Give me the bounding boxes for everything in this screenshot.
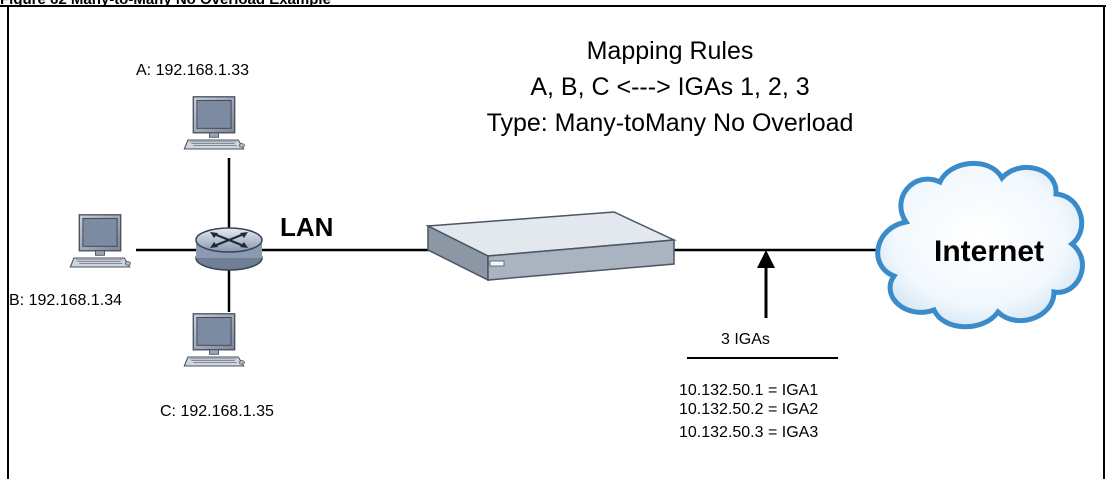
- iga-count-label: 3 IGAs: [721, 331, 770, 348]
- gateway-device-icon: [425, 211, 677, 282]
- mapping-rules-subtitle: A, B, C <---> IGAs 1, 2, 3: [530, 73, 810, 101]
- computer-icon: [69, 213, 132, 268]
- host-a-label: A: 192.168.1.33: [136, 62, 249, 79]
- iga-mapping-3: 10.132.50.3 = IGA3: [679, 424, 819, 441]
- computer-icon: [183, 312, 246, 367]
- router-icon: [195, 227, 263, 271]
- internet-cloud-icon: [875, 161, 1085, 330]
- iga-mapping-2: 10.132.50.2 = IGA2: [679, 401, 819, 418]
- lan-label: LAN: [280, 212, 334, 242]
- arrow-up-icon: [757, 250, 775, 318]
- host-c-label: C: 192.168.1.35: [160, 403, 274, 420]
- iga-mapping-1: 10.132.50.1 = IGA1: [679, 382, 819, 399]
- figure-caption: Figure 62 Many-to-Many No Overload Examp…: [0, 0, 331, 8]
- host-b-label: B: 192.168.1.34: [9, 292, 122, 309]
- mapping-type-label: Type: Many-toMany No Overload: [486, 109, 854, 137]
- internet-label: Internet: [934, 235, 1045, 268]
- mapping-rules-title: Mapping Rules: [586, 37, 754, 65]
- computer-icon: [183, 95, 246, 150]
